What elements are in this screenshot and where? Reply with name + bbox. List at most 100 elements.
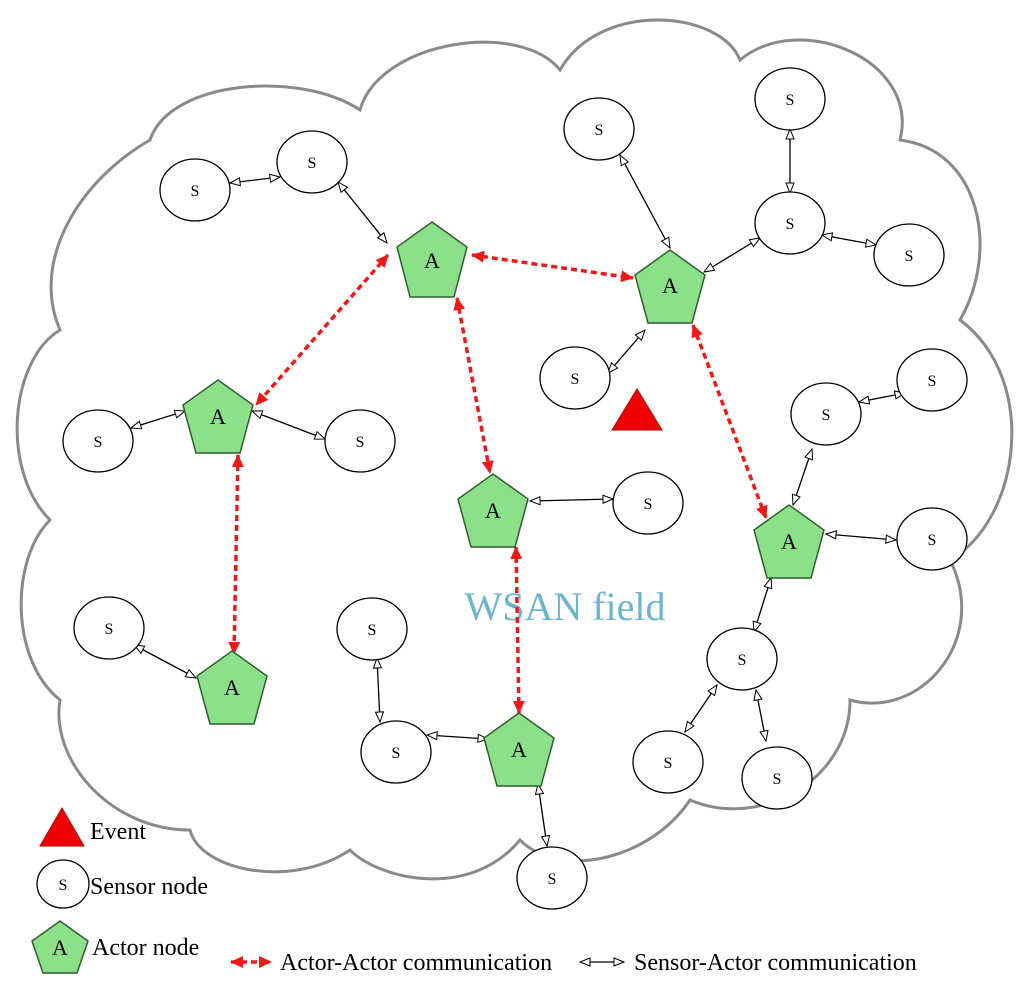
svg-text:S: S	[664, 755, 673, 772]
sensor-icon	[36, 859, 90, 909]
sensor-actor-link	[131, 411, 185, 428]
sensor-actor-link	[427, 735, 488, 739]
legend-sensor-actor-label: Sensor-Actor communication	[634, 950, 917, 976]
sensor-node: S	[896, 507, 968, 571]
svg-text:S: S	[786, 92, 795, 109]
actor-actor-link	[691, 324, 768, 519]
sensor-node: S	[741, 746, 813, 810]
sensor-actor-link	[754, 578, 771, 632]
sensor-node: S	[790, 382, 862, 446]
legend-sensor: S Sensor node	[36, 859, 208, 909]
legend-actor-actor: Actor-Actor communication	[230, 950, 552, 976]
svg-text:A: A	[781, 529, 797, 554]
sensor-actor-link	[377, 658, 380, 722]
svg-text:A: A	[52, 935, 68, 960]
sensor-actor-link	[859, 393, 905, 402]
sensor-node: S	[612, 471, 684, 535]
wsan-field-label: WSAN field	[464, 584, 665, 629]
sensor-actor-link	[530, 499, 613, 501]
actor-node: A	[753, 504, 825, 579]
sensor-actor-link	[756, 690, 766, 741]
actor-node: A	[196, 650, 268, 725]
sensor-node: S	[336, 597, 408, 661]
svg-text:S: S	[822, 407, 831, 424]
sensor-node: S	[754, 67, 826, 131]
actor-actor-link	[254, 253, 390, 407]
sensor-actor-link	[826, 534, 896, 540]
sensor-node: S	[324, 409, 396, 473]
sensor-node: S	[276, 130, 348, 194]
actor-actor-links	[228, 250, 768, 714]
svg-text:A: A	[662, 273, 678, 298]
sensor-actor-link	[134, 645, 196, 678]
svg-text:S: S	[548, 871, 557, 888]
sensor-node: S	[539, 346, 611, 410]
sensor-node: S	[706, 627, 778, 691]
sensor-node: S	[62, 409, 134, 473]
legend-actor: A Actor node	[31, 920, 199, 974]
legend-sensor-label: Sensor node	[90, 874, 208, 900]
legend: Event S Sensor node A Actor node Actor-A…	[31, 807, 917, 976]
svg-text:A: A	[424, 248, 440, 273]
legend-event: Event	[39, 807, 146, 847]
actor-node: A	[396, 221, 468, 298]
svg-text:A: A	[210, 404, 226, 429]
sensor-nodes: S S S S S S S S S S S S S S S S S S S S	[62, 67, 968, 910]
sensor-actor-link	[822, 235, 876, 245]
svg-text:S: S	[644, 496, 653, 513]
sensor-node: S	[754, 191, 826, 255]
sensor-actor-link	[685, 685, 717, 732]
sensor-node: S	[159, 158, 231, 222]
event-icon	[39, 807, 85, 847]
svg-text:S: S	[928, 532, 937, 549]
actor-actor-link	[510, 546, 525, 714]
svg-text:S: S	[356, 434, 365, 451]
sensor-node: S	[563, 97, 635, 161]
sensor-node: S	[873, 223, 945, 287]
sensor-actor-link	[338, 182, 387, 243]
actor-icon	[31, 920, 89, 974]
actor-node: A	[457, 473, 529, 548]
actor-actor-link	[228, 454, 244, 655]
sensor-node: S	[896, 348, 968, 412]
sensor-node: S	[360, 720, 432, 784]
svg-text:S: S	[571, 371, 580, 388]
svg-text:A: A	[511, 737, 527, 762]
svg-text:S: S	[595, 122, 604, 139]
sensor-actor-link	[608, 330, 645, 373]
actor-node: A	[483, 712, 555, 787]
actor-nodes: A A A A A A A	[182, 221, 825, 787]
sensor-actor-link	[704, 238, 760, 272]
svg-text:S: S	[308, 155, 317, 172]
svg-text:S: S	[786, 216, 795, 233]
svg-text:S: S	[392, 745, 401, 762]
sensor-actor-link	[538, 784, 547, 846]
sensor-actor-link	[230, 177, 280, 183]
svg-text:S: S	[368, 622, 377, 639]
sensor-actor-link	[793, 449, 812, 505]
svg-text:S: S	[191, 183, 200, 200]
legend-event-label: Event	[90, 819, 146, 845]
svg-text:A: A	[485, 498, 501, 523]
svg-text:S: S	[928, 373, 937, 390]
actor-actor-link	[471, 250, 634, 283]
svg-text:S: S	[738, 652, 747, 669]
actor-node: A	[634, 249, 706, 324]
svg-text:S: S	[94, 434, 103, 451]
svg-text:S: S	[773, 771, 782, 788]
svg-text:A: A	[224, 675, 240, 700]
svg-text:S: S	[905, 248, 914, 265]
sensor-node: S	[632, 730, 704, 794]
legend-actor-actor-label: Actor-Actor communication	[280, 950, 552, 976]
sensor-actor-link	[252, 411, 325, 439]
sensor-actor-link	[620, 155, 670, 248]
sensor-actor-links	[131, 129, 905, 846]
legend-sensor-actor: Sensor-Actor communication	[580, 950, 917, 976]
sensor-node: S	[516, 846, 588, 910]
event-triangle	[611, 388, 663, 431]
actor-node: A	[182, 379, 254, 454]
legend-actor-label: Actor node	[92, 935, 199, 961]
sensor-node: S	[73, 596, 145, 660]
svg-text:S: S	[105, 621, 114, 638]
